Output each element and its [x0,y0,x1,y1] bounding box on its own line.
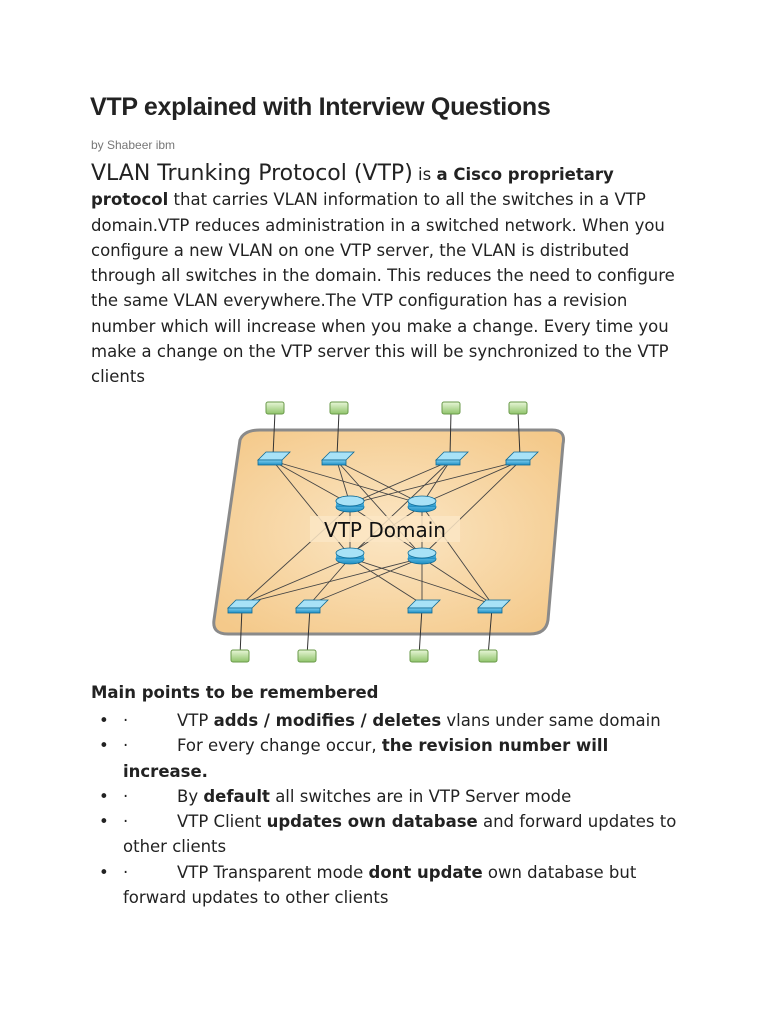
list-item: • · VTP adds / modifies / deletes vlans un… [91,708,691,733]
point-text: VTP Client [177,812,267,832]
pc-icons-top [265,401,528,415]
middot-marker: · [123,862,129,882]
bullet-icon: • [99,812,109,832]
router-icons [335,495,437,565]
middot-marker: · [123,711,129,730]
point-emphasis: adds / modifies / deletes [213,711,442,730]
pc-icons-bottom [230,649,498,663]
points-heading: Main points to be remembered [91,683,379,702]
point-emphasis: updates own database [266,812,478,832]
intro-lead: VLAN Trunking Protocol (VTP) [91,161,413,186]
article-title: VTP explained with Interview Questions [90,93,551,121]
list-item: • · VTP Client updates own database and fo… [91,809,691,860]
bullet-icon: • [99,862,109,882]
point-text-end: and forward updates to other clients [123,812,677,857]
point-emphasis: the revision number will increase. [123,736,609,781]
point-text-end: vlans under same domain [441,711,661,730]
point-text-end: own database but forward updates to othe… [123,862,637,908]
switch-icons-top [257,451,539,466]
point-text-end: all switches are in VTP Server mode [269,786,572,806]
point-text: By [177,786,204,806]
vtp-domain-diagram: VTP Domain [212,401,565,663]
author-byline[interactable]: by Shabeer ibm [91,138,176,152]
list-item: • · VTP Transparent mode dont update own d… [91,860,691,911]
intro-is: is [412,165,437,184]
point-text: VTP Transparent mode [177,862,369,882]
diagram-label: VTP Domain [324,518,446,542]
points-list: • · VTP adds / modifies / deletes vlans un… [91,708,691,910]
point-emphasis: default [203,786,270,806]
list-item: • · By default all switches are in VTP Ser… [91,784,691,809]
point-emphasis: dont update [368,862,483,882]
point-text: For every change occur, [177,736,382,756]
intro-rest: that carries VLAN information to all the… [91,190,675,387]
bullet-icon: • [99,786,109,806]
middot-marker: · [123,786,129,806]
point-text: VTP [177,711,214,730]
middot-marker: · [123,736,129,756]
list-item: • · For every change occur, the revision n… [91,733,691,784]
switch-icons-bottom [227,599,511,614]
intro-paragraph: VLAN Trunking Protocol (VTP) is a Cisco … [91,161,691,390]
bullet-icon: • [99,736,109,756]
intro-bold: a Cisco proprietary protocol [91,165,614,210]
middot-marker: · [123,812,129,832]
bullet-icon: • [99,711,109,730]
